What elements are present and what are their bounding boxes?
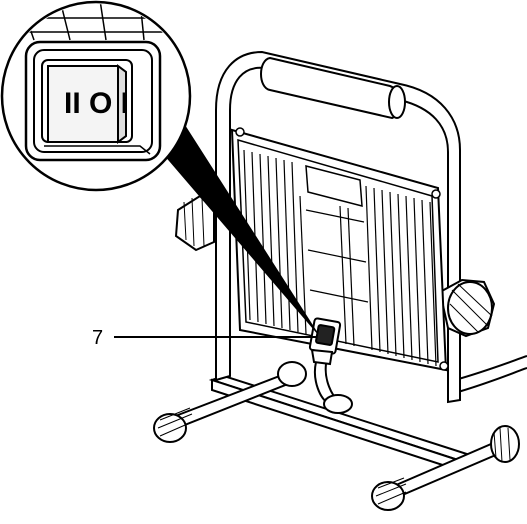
housing-screws (235, 127, 449, 371)
cooling-fins (243, 149, 437, 367)
switch-on-housing (308, 317, 353, 414)
magnified-switch-detail: II O I (0, 0, 192, 192)
power-cable (454, 355, 527, 393)
switch-symbol-text: II O I (64, 87, 129, 120)
foot-caps (153, 361, 520, 511)
callout-7: 7 (92, 327, 316, 349)
u-frame-handle (215, 50, 461, 404)
side-knobs (174, 194, 496, 338)
callout-label: 7 (92, 327, 103, 349)
